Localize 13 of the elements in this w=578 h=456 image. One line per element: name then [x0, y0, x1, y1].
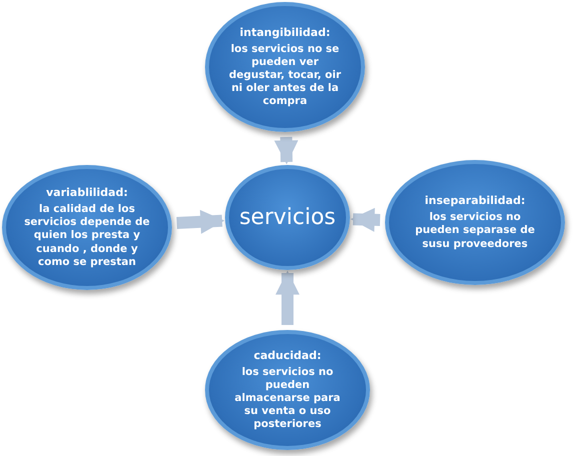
heading-text: intangibilidad:	[240, 26, 330, 39]
description-text: los servicios no se pueden ver degustar, tocar, oir ni oler antes de la compra	[228, 42, 342, 108]
block-arrow	[350, 208, 380, 232]
description-text: la calidad de los servicios depende de quien los presta y cuando , donde y como se prestan	[24, 203, 150, 269]
description-text: los servicios no pueden separase de susu proveedores	[414, 211, 536, 251]
description-text: los servicios no pueden almacenarse para su venta o uso posteriores	[234, 366, 342, 432]
block-arrow	[274, 136, 298, 164]
heading-text: caducidad:	[254, 348, 322, 362]
heading-text: variablilidad:	[46, 186, 128, 200]
center-label: servicios	[239, 205, 336, 230]
block-arrow	[276, 270, 300, 325]
heading-text: inseparabilidad:	[424, 194, 526, 208]
block-arrow	[176, 210, 224, 234]
